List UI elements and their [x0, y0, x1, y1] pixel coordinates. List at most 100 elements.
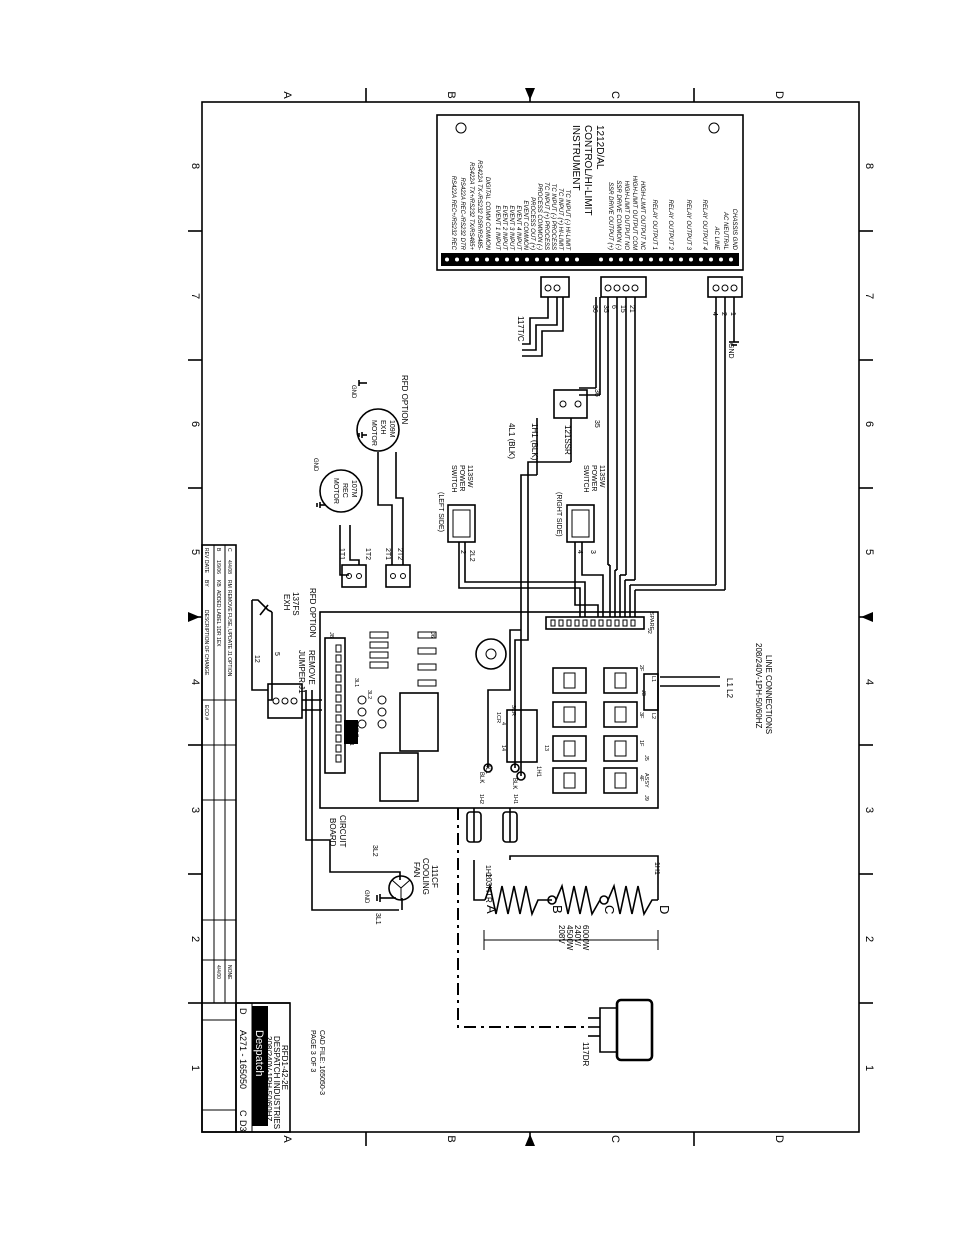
rev-header-date: DATE	[203, 560, 209, 574]
cooling-fan-line-1: 111CF	[430, 865, 439, 888]
board-part-1h1: 1H1	[512, 794, 518, 804]
label-wire-5: 5	[273, 652, 280, 656]
terminal-label-11: SSR DRIVE OUTPUT (+)	[607, 182, 613, 250]
heater-rating-2: 240V/	[573, 925, 582, 947]
wire-labels: GND 1 2 4 21 15 6 35 36 117T/C 1H1 (BLK)…	[253, 305, 736, 925]
cad-file-line-2: PAGE 3 OF 3	[309, 1030, 316, 1072]
zone-letter-top-d: D	[773, 91, 785, 99]
label-wire-1h2: 1H2	[484, 865, 491, 878]
rfd-jumper-option: RFD OPTION REMOVE JUMPER J1 137FS EXH	[267, 588, 317, 719]
cooling-fan: 111CF COOLING FAN	[388, 858, 439, 901]
tb-title-2: DESPATCH INDUSTRIES	[272, 1036, 281, 1129]
power-switch-right: 113SW POWER SWITCH (RIGHT SIDE)	[555, 465, 605, 543]
board-part-j2: J2	[646, 628, 652, 634]
exh-motor-line-2: EXH	[379, 420, 386, 434]
cooling-fan-line-2: COOLING	[421, 858, 430, 895]
board-label-4l1: 4L1	[484, 764, 490, 775]
label-wire-2l2: 2L2	[468, 550, 475, 562]
label-wire-4l1-blk: 4L1 (BLK)	[507, 423, 516, 459]
zone-number-right-6: 6	[863, 421, 875, 427]
rev-header-desc: DESCRIPTION OF CHANGE	[203, 610, 209, 676]
board-part-j5: J5	[643, 755, 649, 761]
label-gnd-fan: GND	[363, 890, 369, 904]
rev-row-2-by: KB	[215, 580, 221, 587]
label-wire-3l2: 3L2	[371, 845, 378, 857]
board-part-3f: 3F	[638, 712, 644, 719]
switch-right-line-3: SWITCH	[582, 465, 589, 493]
terminal-label-25: RS422A TX+/RS232 TX/RS485+	[468, 162, 474, 250]
terminal-label-3: RELAY OUTPUT 4	[701, 200, 707, 251]
tb-rev: C	[238, 1110, 248, 1117]
terminal-label-4: RELAY OUTPUT 3	[685, 200, 691, 251]
switch-left-line-3: SWITCH	[450, 465, 457, 493]
tb-drawing-number: A271 - 165050	[238, 1030, 248, 1089]
label-wire-1h1: 1H1	[653, 862, 660, 875]
label-wire-21: 21	[628, 305, 635, 313]
rfd-jumper-line-2: REMOVE	[307, 650, 316, 685]
board-label-1h1: 1H1	[535, 766, 541, 778]
terminal-label-7: HIGH-LIMIT OUTPUT NC	[639, 181, 645, 251]
zone-number-right-7: 7	[863, 293, 875, 299]
label-line-connections-2: 208/240V-1PH-50/60HZ	[754, 643, 763, 729]
terminal-label-27: RS422A REC+/RS232 REC	[450, 176, 456, 251]
board-part-3l2: 3L2	[366, 690, 372, 699]
terminal-label-15: TC INPUT (+) PROCESS	[543, 182, 549, 250]
board-part-l1: L1	[650, 676, 656, 682]
rec-motor-line-2: REC	[341, 483, 348, 498]
exh-motor-line-1: 109M	[388, 420, 395, 438]
zone-numbers-right: 8 7 6 5 4 3 2 1	[863, 163, 875, 1071]
terminal-label-1: AC NEUTRAL	[722, 211, 728, 250]
circuit-board-labels: L1 L2 2F 3F 1F 4F J1 J2 J3 J5 J6 J8 J9 3…	[328, 612, 656, 804]
exhaust-motor: 109M EXH MOTOR	[356, 408, 400, 452]
board-part-1h2: 1H2	[478, 794, 484, 804]
label-ssr: 121SSR	[563, 425, 572, 455]
power-switch-left: 113SW POWER SWITCH (LEFT SIDE)	[437, 465, 476, 543]
label-wire-3l1: 3L1	[374, 913, 381, 925]
rec-motor-line-3: MOTOR	[332, 478, 339, 504]
tb-sheet: D3	[238, 1120, 248, 1132]
rec-motor-line-1: 107M	[350, 480, 357, 498]
label-wire-6: 6	[610, 305, 617, 309]
zone-number-left-7: 7	[189, 293, 201, 299]
timer-device: 117DR	[581, 998, 654, 1067]
tb-title-1: RFD1-42-2E	[280, 1045, 289, 1090]
switch-left-line-2: POWER	[458, 465, 465, 491]
heater-element: 103HTR A B C D 6000W 240V/ 4500W 208V	[483, 873, 672, 951]
rev-row-1-desc: REMOVE FUSE, UPDATE J1 OPTION	[226, 590, 232, 677]
label-circuit-board-2: BOARD	[328, 818, 337, 847]
heater-rating-4: 208V	[557, 925, 566, 944]
rev-row-2-desc: ADDED LABEL 1DR 1EX	[215, 590, 221, 647]
board-label-blk-1: BLK	[478, 772, 484, 783]
board-part-14: 14	[500, 745, 506, 751]
terminal-label-22: EVENT 1 INPUT	[494, 205, 500, 251]
zone-letter-bottom-b: B	[445, 1135, 457, 1142]
board-label-blk-2: BLK	[511, 778, 517, 789]
zone-number-left-5: 5	[189, 549, 201, 555]
tb-scale: NONE	[226, 965, 232, 980]
board-part-3l1: 3L1	[353, 678, 359, 687]
label-wire-1h1-blk: 1H1 (BLK)	[530, 423, 539, 461]
controller-title-2: CONTROL/HI-LIMIT	[582, 125, 593, 216]
rev-header-by: BY	[203, 580, 209, 587]
label-circuit-board-1: CIRCUIT	[338, 815, 347, 848]
board-part-3cr: 3CR	[510, 705, 516, 716]
rev-header-rev: REV	[203, 548, 209, 559]
rfd-jumper-line-1: RFD OPTION	[308, 588, 317, 638]
label-gnd-top: GND	[727, 343, 734, 359]
exh-motor-line-3: MOTOR	[370, 420, 377, 446]
label-wire-35: 35	[602, 305, 609, 313]
label-timer: 117DR	[581, 1042, 590, 1067]
label-line-l1l2: L1 L2	[725, 678, 734, 699]
label-wire-1: 1	[729, 312, 736, 316]
switch-left-line-4: (LEFT SIDE)	[437, 492, 444, 532]
motor-plugs	[341, 564, 411, 588]
label-wire-2: 2	[720, 312, 727, 316]
solid-state-relay: 121SSR 35 36	[553, 389, 600, 455]
zone-numbers-left: 8 7 6 5 4 3 2 1	[189, 163, 201, 1071]
controller-plugs	[540, 276, 743, 298]
rfd-jumper-line-3: JUMPER J1	[297, 650, 306, 694]
label-ssr-36: 36	[593, 389, 600, 397]
label-sw-l2: 2	[459, 550, 466, 554]
zone-letter-top-c: C	[609, 91, 621, 99]
